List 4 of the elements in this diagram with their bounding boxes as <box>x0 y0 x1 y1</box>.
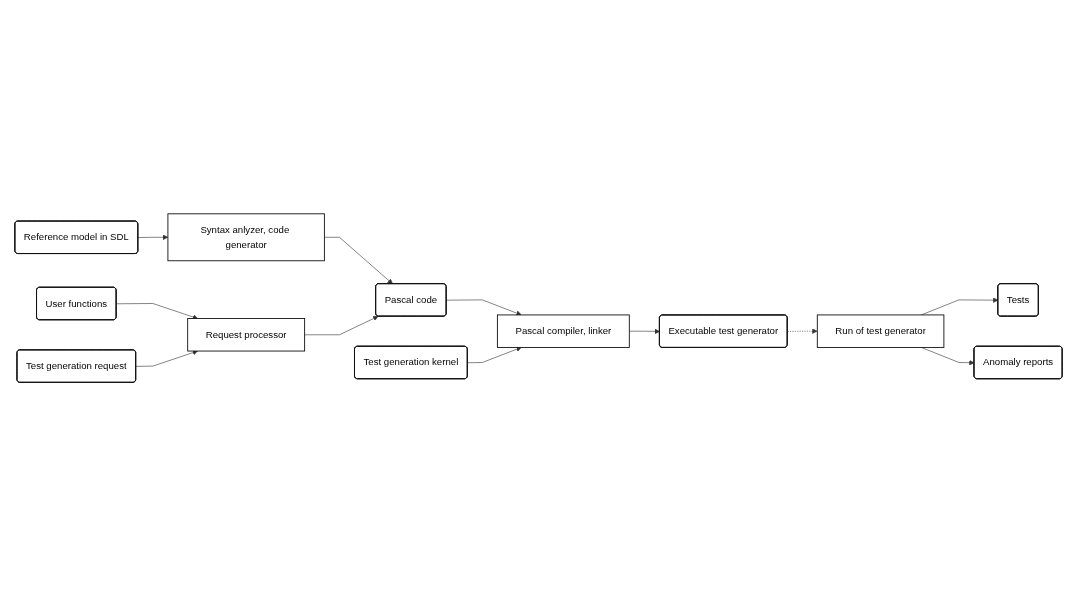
node-box: Pascal compiler, linker <box>496 314 630 348</box>
node-box: Run of test generator <box>816 314 945 348</box>
node-box: Request processor <box>187 318 306 352</box>
node-box: Syntax anlyzer, code generator <box>167 213 325 262</box>
